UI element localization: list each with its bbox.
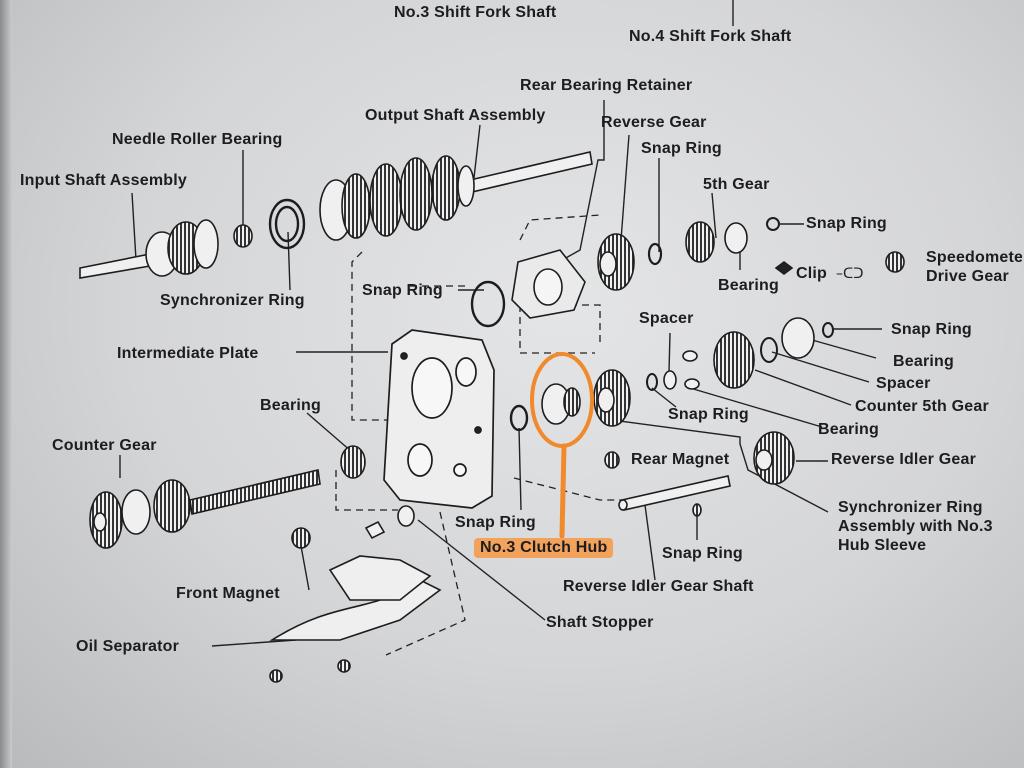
synchronizer-ring-part <box>268 198 306 250</box>
counter-gear-part <box>89 445 366 549</box>
label-no3-clutch-hub: No.3 Clutch Hub <box>474 538 614 558</box>
label-synchronizer-ring: Synchronizer Ring <box>160 292 305 309</box>
label-front-magnet: Front Magnet <box>176 585 280 602</box>
label-snap-ring-right-top: Snap Ring <box>806 215 887 232</box>
shaft-stopper-part <box>364 505 415 540</box>
needle-roller-bearing-part <box>233 224 253 248</box>
label-spacer-right: Spacer <box>876 375 931 392</box>
label-bearing-5th: Bearing <box>718 277 779 294</box>
highlight-annotation <box>530 352 594 539</box>
clip-icon: –ᑕᑐ <box>836 266 864 282</box>
front-magnet-part <box>291 527 311 549</box>
label-snap-ring-top: Snap Ring <box>641 140 722 157</box>
fifth-gear-part <box>647 217 905 275</box>
label-counter-5th-gear: Counter 5th Gear <box>855 398 989 415</box>
label-snap-ring-retainer: Snap Ring <box>362 282 443 299</box>
dashed-guides <box>335 214 630 656</box>
label-fifth-gear: 5th Gear <box>703 176 770 193</box>
reverse-idler-gear-shaft-part <box>618 475 731 517</box>
label-needle-roller-bearing: Needle Roller Bearing <box>112 131 283 148</box>
page-edge-shadow <box>0 0 12 768</box>
label-bearing-left: Bearing <box>260 397 321 414</box>
label-input-shaft-assembly: Input Shaft Assembly <box>20 172 187 189</box>
label-reverse-idler-gear-shaft: Reverse Idler Gear Shaft <box>563 578 754 595</box>
label-output-shaft-assembly: Output Shaft Assembly <box>365 107 546 124</box>
label-rear-bearing-retainer: Rear Bearing Retainer <box>520 77 693 94</box>
input-shaft-assembly-part <box>79 219 219 279</box>
counter-fifth-gear-stack-part <box>646 317 834 391</box>
label-rear-magnet: Rear Magnet <box>631 451 730 468</box>
label-no3-shift-fork-shaft: No.3 Shift Fork Shaft <box>394 4 557 21</box>
label-reverse-idler-gear: Reverse Idler Gear <box>831 451 977 468</box>
label-no4-shift-fork-shaft: No.4 Shift Fork Shaft <box>629 28 792 45</box>
oil-separator-part <box>269 555 442 683</box>
rear-magnet-part <box>604 451 620 469</box>
label-spacer-mid: Spacer <box>639 310 694 327</box>
label-snap-ring-right-mid: Snap Ring <box>891 321 972 338</box>
label-snap-ring-bottom: Snap Ring <box>662 545 743 562</box>
label-snap-ring-lower: Snap Ring <box>455 514 536 531</box>
reverse-gear-part <box>597 233 635 291</box>
snap-ring-hub-part <box>509 404 529 432</box>
label-bearing-right: Bearing <box>893 353 954 370</box>
output-shaft-assembly-part <box>319 151 593 241</box>
synchronizer-ring-assembly-part <box>593 369 631 427</box>
label-clip: Clip <box>796 265 828 282</box>
label-bearing-lower: Bearing <box>818 421 879 438</box>
label-speedometer-drive-gear: Speedomete Drive Gear <box>926 249 1022 285</box>
reverse-idler-gear-part <box>753 431 795 485</box>
rear-bearing-retainer-part <box>511 249 586 319</box>
label-shaft-stopper: Shaft Stopper <box>546 614 654 631</box>
leader-lines <box>119 0 882 647</box>
label-oil-separator: Oil Separator <box>76 638 180 655</box>
label-synchronizer-ring-assembly: Synchronizer Ring Assembly with No.3 Hub… <box>838 499 993 554</box>
label-snap-ring-hub: Snap Ring <box>668 406 749 423</box>
label-counter-gear: Counter Gear <box>52 437 157 454</box>
label-intermediate-plate: Intermediate Plate <box>117 345 259 362</box>
snap-ring-part <box>470 280 506 328</box>
no3-clutch-hub-part <box>541 383 581 425</box>
intermediate-plate-part <box>383 329 495 509</box>
label-reverse-gear: Reverse Gear <box>601 114 707 131</box>
